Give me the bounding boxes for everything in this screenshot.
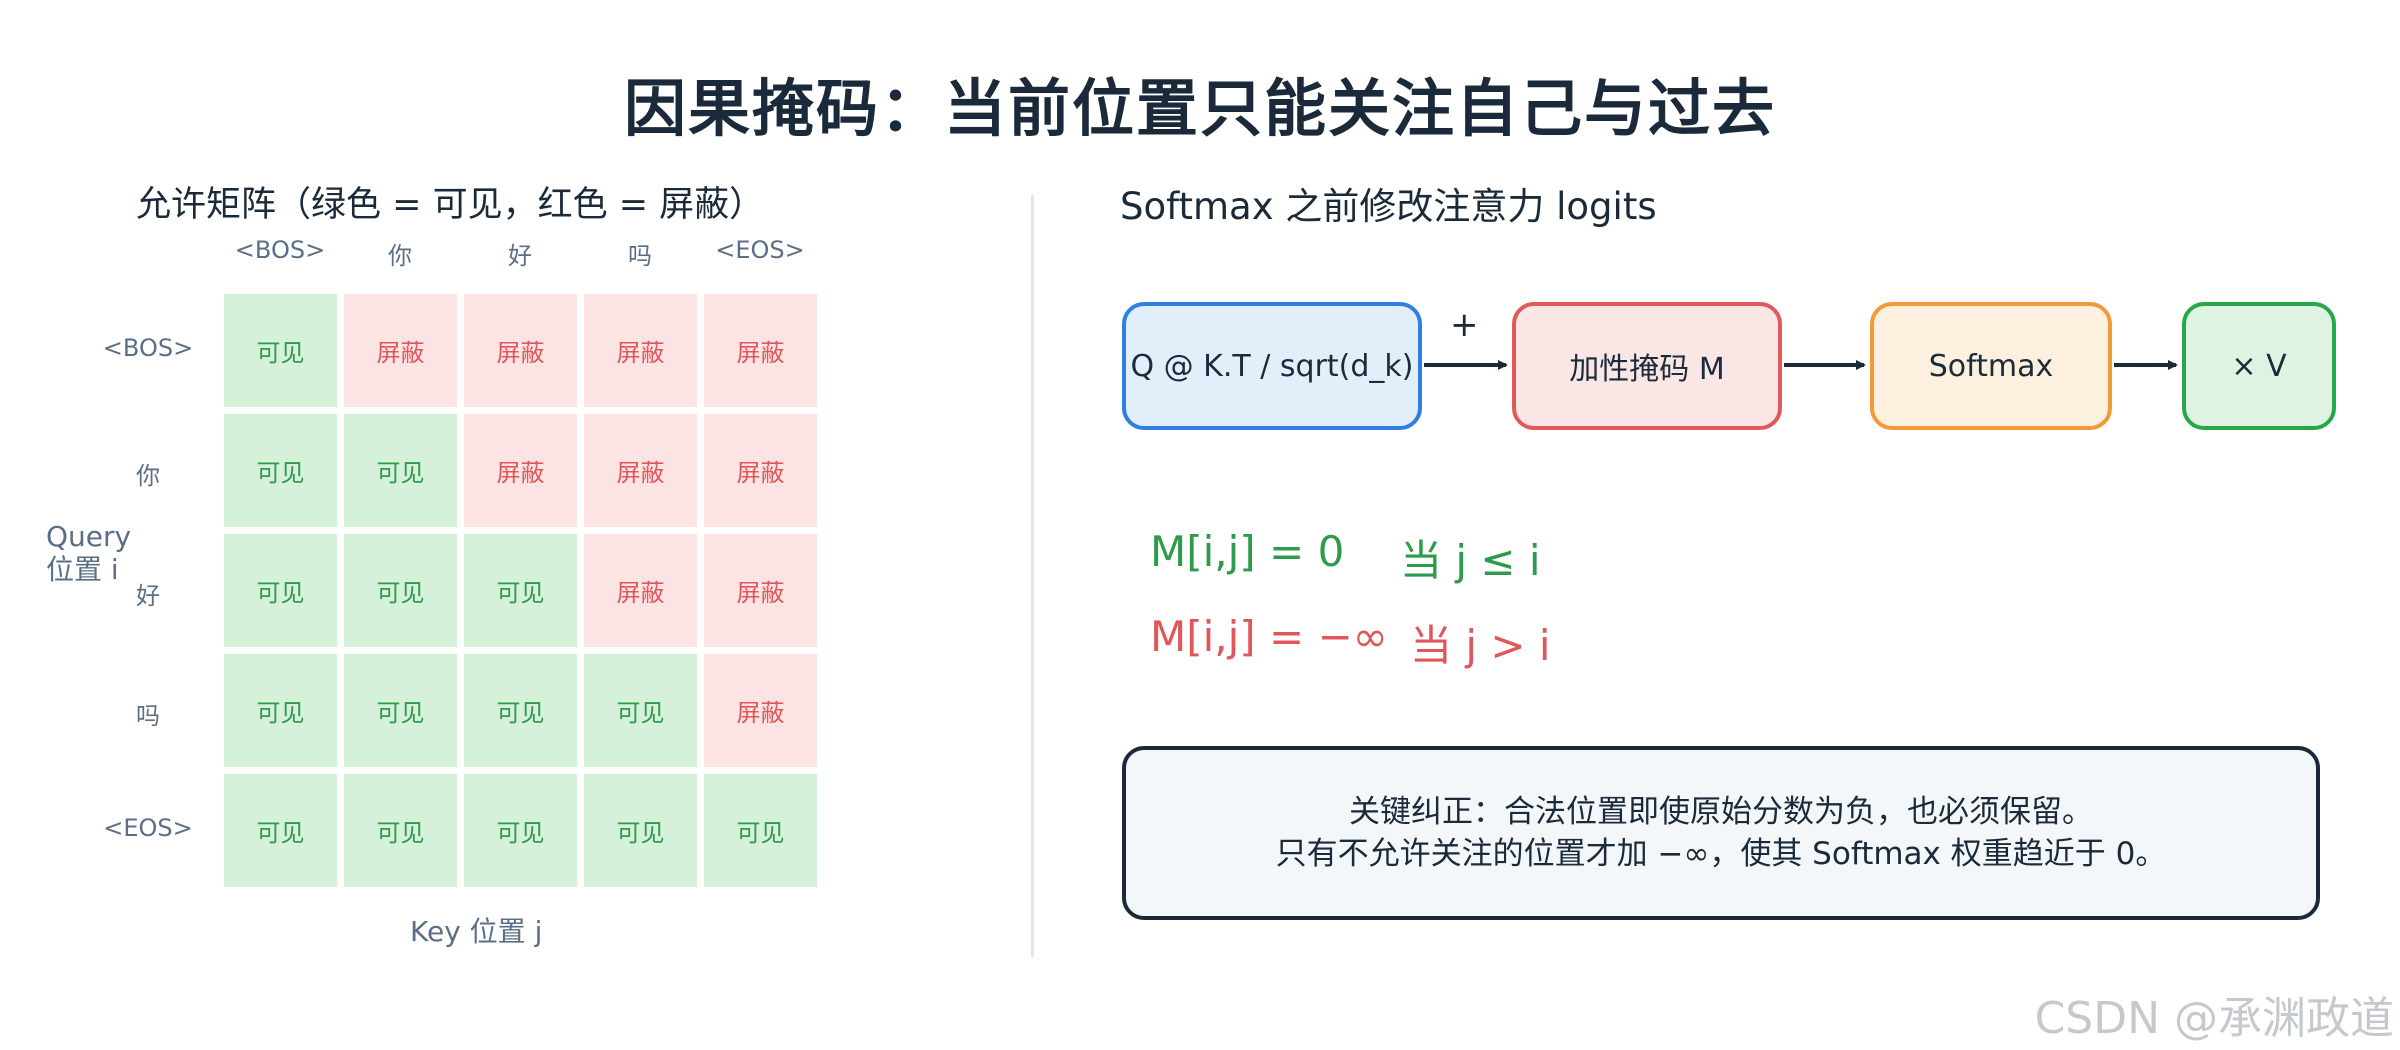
plus-sign: + xyxy=(1450,305,1479,345)
matrix-cell-masked: 屏蔽 xyxy=(464,414,577,527)
row-header-ni: 你 xyxy=(136,462,160,490)
matrix-cell-visible: 可见 xyxy=(344,414,457,527)
matrix-cell-masked: 屏蔽 xyxy=(584,294,697,407)
matrix-cell-visible: 可见 xyxy=(224,654,337,767)
row-header-eos: <EOS> xyxy=(103,814,193,842)
mask-neg-inf-condition: 当 j > i xyxy=(1410,621,1551,670)
matrix-cell-masked: 屏蔽 xyxy=(704,294,817,407)
note-line-2: 只有不允许关注的位置才加 −∞，使其 Softmax 权重趋近于 0。 xyxy=(1275,836,2167,872)
matrix-cell-masked: 屏蔽 xyxy=(584,534,697,647)
matrix-cell-masked: 屏蔽 xyxy=(344,294,457,407)
column-header-ma: 吗 xyxy=(628,242,652,270)
matrix-cell-visible: 可见 xyxy=(344,534,457,647)
key-correction-note: 关键纠正：合法位置即使原始分数为负，也必须保留。 只有不允许关注的位置才加 −∞… xyxy=(1122,746,2320,920)
matrix-cell-visible: 可见 xyxy=(344,654,457,767)
matrix-cell-masked: 屏蔽 xyxy=(704,534,817,647)
matrix-cell-visible: 可见 xyxy=(464,534,577,647)
matrix-cell-visible: 可见 xyxy=(464,654,577,767)
matrix-cell-visible: 可见 xyxy=(224,294,337,407)
row-header-ma: 吗 xyxy=(136,702,160,730)
watermark: CSDN @承渊政道 xyxy=(2034,993,2394,1044)
matrix-cell-masked: 屏蔽 xyxy=(704,414,817,527)
column-header-hao: 好 xyxy=(508,242,532,270)
column-header-ni: 你 xyxy=(388,242,412,270)
mask-neg-inf-equation: M[i,j] = −∞ xyxy=(1150,612,1388,661)
matrix-cell-masked: 屏蔽 xyxy=(584,414,697,527)
matrix-cell-visible: 可见 xyxy=(704,774,817,887)
matrix-cell-masked: 屏蔽 xyxy=(464,294,577,407)
note-line-1: 关键纠正：合法位置即使原始分数为负，也必须保留。 xyxy=(1349,794,2093,830)
matrix-cell-visible: 可见 xyxy=(584,774,697,887)
row-header-bos: <BOS> xyxy=(102,334,194,362)
column-header-eos: <EOS> xyxy=(715,236,805,264)
y-axis-label: Query 位置 i xyxy=(46,520,131,586)
x-axis-label: Key 位置 j xyxy=(410,915,543,948)
qk-score-box: Q @ K.T / sqrt(d_k) xyxy=(1122,302,1422,430)
matrix-cell-visible: 可见 xyxy=(464,774,577,887)
column-header-bos: <BOS> xyxy=(234,236,326,264)
mask-zero-equation: M[i,j] = 0 xyxy=(1150,527,1345,576)
panel-divider xyxy=(1031,195,1034,957)
times-v-box: × V xyxy=(2182,302,2336,430)
matrix-cell-visible: 可见 xyxy=(224,534,337,647)
flow-title: Softmax 之前修改注意力 logits xyxy=(1120,185,1657,228)
y-axis-label-line1: Query xyxy=(46,520,132,553)
mask-zero-condition: 当 j ≤ i xyxy=(1400,536,1541,585)
softmax-box: Softmax xyxy=(1870,302,2112,430)
page-title: 因果掩码：当前位置只能关注自己与过去 xyxy=(623,72,1776,145)
y-axis-label-line2: 位置 i xyxy=(46,553,119,586)
matrix-cell-visible: 可见 xyxy=(344,774,457,887)
matrix-cell-visible: 可见 xyxy=(224,414,337,527)
matrix-cell-visible: 可见 xyxy=(584,654,697,767)
additive-mask-box: 加性掩码 M xyxy=(1512,302,1782,430)
row-header-hao: 好 xyxy=(136,582,160,610)
matrix-cell-masked: 屏蔽 xyxy=(704,654,817,767)
matrix-cell-visible: 可见 xyxy=(224,774,337,887)
matrix-title: 允许矩阵（绿色 = 可见，红色 = 屏蔽） xyxy=(136,185,765,225)
